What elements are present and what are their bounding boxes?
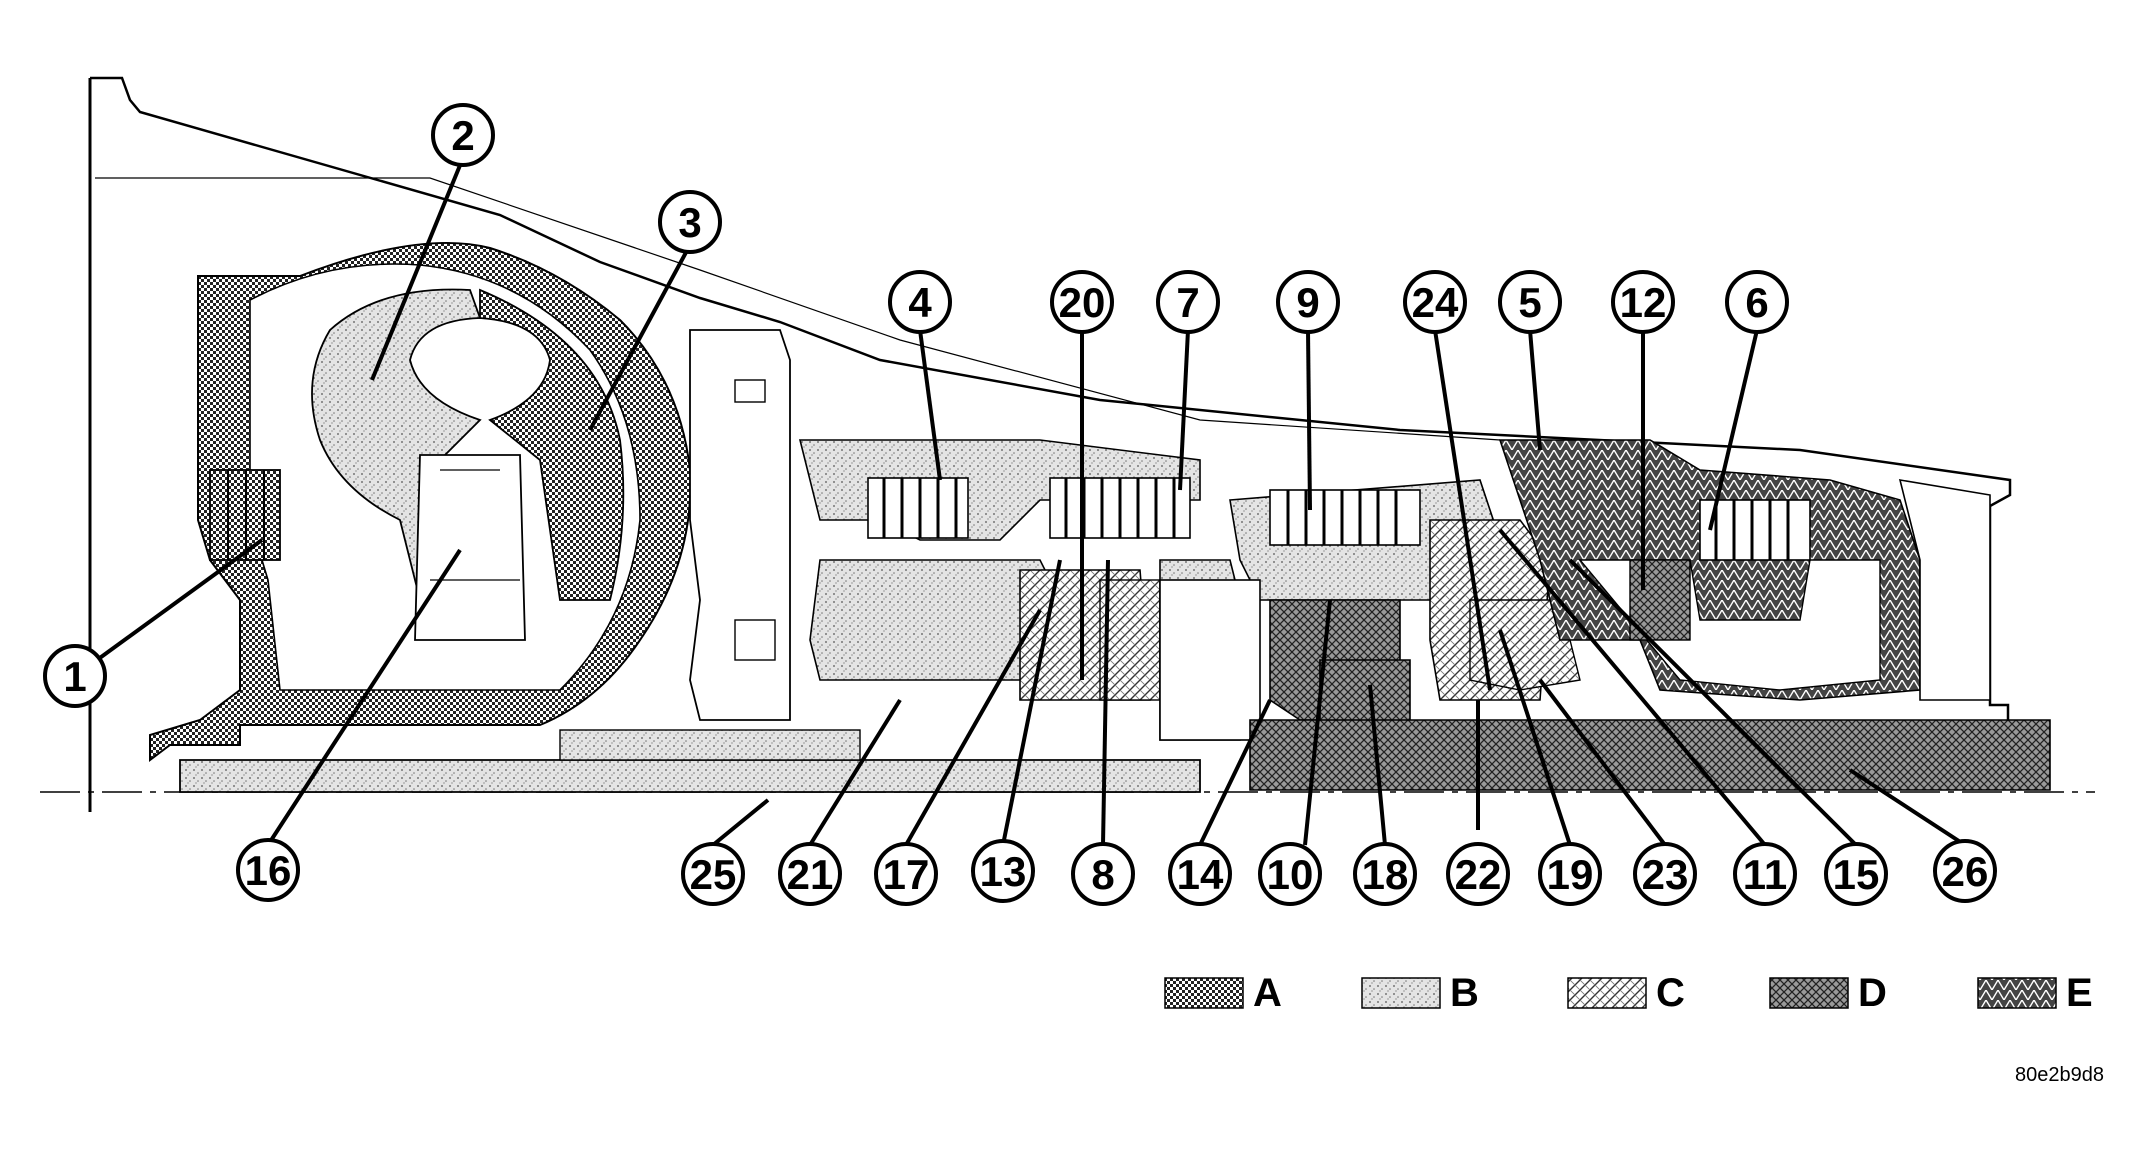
callout-21: 21	[778, 842, 842, 906]
callout-20: 20	[1050, 270, 1114, 334]
svg-text:3: 3	[678, 199, 701, 246]
shaft-hub	[559, 729, 861, 761]
clutch-pack-7	[1049, 477, 1191, 539]
svg-text:13: 13	[980, 848, 1027, 895]
case-inner-line	[95, 177, 1501, 441]
callout-13: 13	[971, 839, 1035, 903]
svg-text:2: 2	[451, 112, 474, 159]
callout-7: 7	[1156, 270, 1220, 334]
legend-item-a: A	[1164, 971, 1282, 1015]
callout-4: 4	[888, 270, 952, 334]
svg-text:19: 19	[1547, 851, 1594, 898]
svg-text:18: 18	[1362, 851, 1409, 898]
svg-text:17: 17	[883, 851, 930, 898]
callout-23: 23	[1633, 842, 1697, 906]
callout-14: 14	[1168, 842, 1232, 906]
svg-text:15: 15	[1833, 851, 1880, 898]
svg-text:E: E	[2066, 971, 2093, 1015]
callout-15: 15	[1824, 842, 1888, 906]
callout-17: 17	[874, 842, 938, 906]
svg-text:1: 1	[63, 653, 86, 700]
output-shaft-26	[1249, 719, 2051, 791]
svg-text:11: 11	[1743, 851, 1787, 898]
svg-text:22: 22	[1455, 851, 1502, 898]
planet-carrier-8	[1099, 579, 1161, 701]
svg-text:25: 25	[690, 851, 737, 898]
impeller-3	[479, 288, 625, 601]
transmission-case-outline	[90, 76, 2012, 724]
callout-25: 25	[681, 842, 745, 906]
svg-text:9: 9	[1296, 279, 1319, 326]
svg-text:21: 21	[787, 851, 834, 898]
svg-text:C: C	[1656, 971, 1685, 1015]
svg-text:8: 8	[1091, 851, 1114, 898]
clutch-pack-9	[1269, 489, 1421, 546]
callout-26: 26	[1933, 839, 1997, 903]
callout-22: 22	[1446, 842, 1510, 906]
legend-item-b: B	[1361, 971, 1479, 1015]
tail-housing	[1898, 479, 1991, 701]
callout-9: 9	[1276, 270, 1340, 334]
svg-text:D: D	[1858, 971, 1887, 1015]
callout-24: 24	[1403, 270, 1467, 334]
svg-text:16: 16	[245, 847, 292, 894]
legend-item-c: C	[1567, 971, 1685, 1015]
svg-text:A: A	[1253, 971, 1282, 1015]
sun-gear-19	[1469, 599, 1581, 691]
callout-10: 10	[1258, 842, 1322, 906]
svg-text:20: 20	[1059, 279, 1106, 326]
svg-text:6: 6	[1745, 279, 1768, 326]
legend: A B C D E	[1164, 971, 2093, 1015]
input-shaft-25	[179, 759, 1201, 793]
leader-lines	[73, 157, 1967, 847]
callout-8: 8	[1071, 842, 1135, 906]
svg-text:10: 10	[1267, 851, 1314, 898]
clutch-pack-4	[867, 477, 969, 539]
svg-text:26: 26	[1942, 848, 1989, 895]
callout-16: 16	[236, 838, 300, 902]
legend-item-e: E	[1977, 971, 2093, 1015]
callout-3: 3	[658, 190, 722, 254]
callout-6: 6	[1725, 270, 1789, 334]
svg-text:12: 12	[1620, 279, 1667, 326]
svg-text:B: B	[1450, 971, 1479, 1015]
callout-11: 11	[1733, 842, 1797, 906]
svg-text:24: 24	[1412, 279, 1459, 326]
callout-18: 18	[1353, 842, 1417, 906]
band-14	[1159, 579, 1261, 741]
callout-5: 5	[1498, 270, 1562, 334]
callout-1: 1	[43, 644, 107, 708]
clutch-pack-12	[1629, 559, 1691, 641]
callout-12: 12	[1611, 270, 1675, 334]
svg-text:5: 5	[1518, 279, 1541, 326]
svg-text:4: 4	[908, 279, 932, 326]
svg-text:14: 14	[1177, 851, 1224, 898]
stator-16	[414, 454, 526, 641]
image-code: 80e2b9d8	[2015, 1064, 2104, 1086]
svg-text:7: 7	[1176, 279, 1199, 326]
callout-19: 19	[1538, 842, 1602, 906]
callout-2: 2	[431, 103, 495, 167]
svg-text:23: 23	[1642, 851, 1689, 898]
legend-item-d: D	[1769, 971, 1887, 1015]
clutch-pack-6	[1699, 499, 1811, 561]
